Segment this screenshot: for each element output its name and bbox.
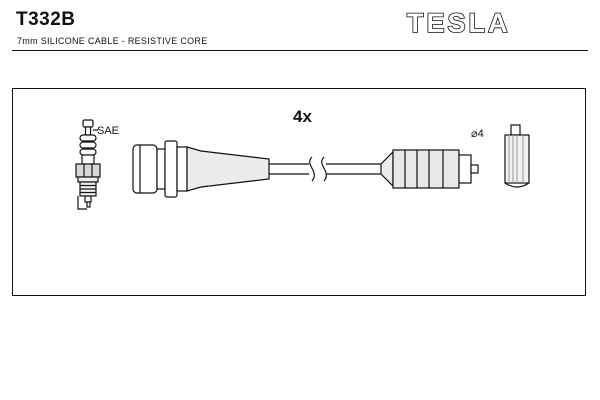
part-number: T332B (16, 9, 76, 30)
technical-drawing (75, 119, 530, 210)
diameter-label: ⌀4 (471, 128, 484, 140)
tesla-logo-text: TESLA (407, 8, 511, 38)
terminal-icon (504, 124, 530, 188)
quantity-label: 4x (293, 107, 312, 126)
part-description: 7mm SILICONE CABLE - RESISTIVE CORE (17, 36, 208, 46)
diagram-box: SAE 4x ⌀4 (12, 88, 586, 296)
ignition-cable-icon (132, 140, 479, 198)
spark-plug-icon (75, 119, 101, 210)
header-divider (12, 50, 588, 51)
tesla-logo: TESLA (406, 7, 511, 39)
sae-label: SAE (97, 125, 120, 137)
